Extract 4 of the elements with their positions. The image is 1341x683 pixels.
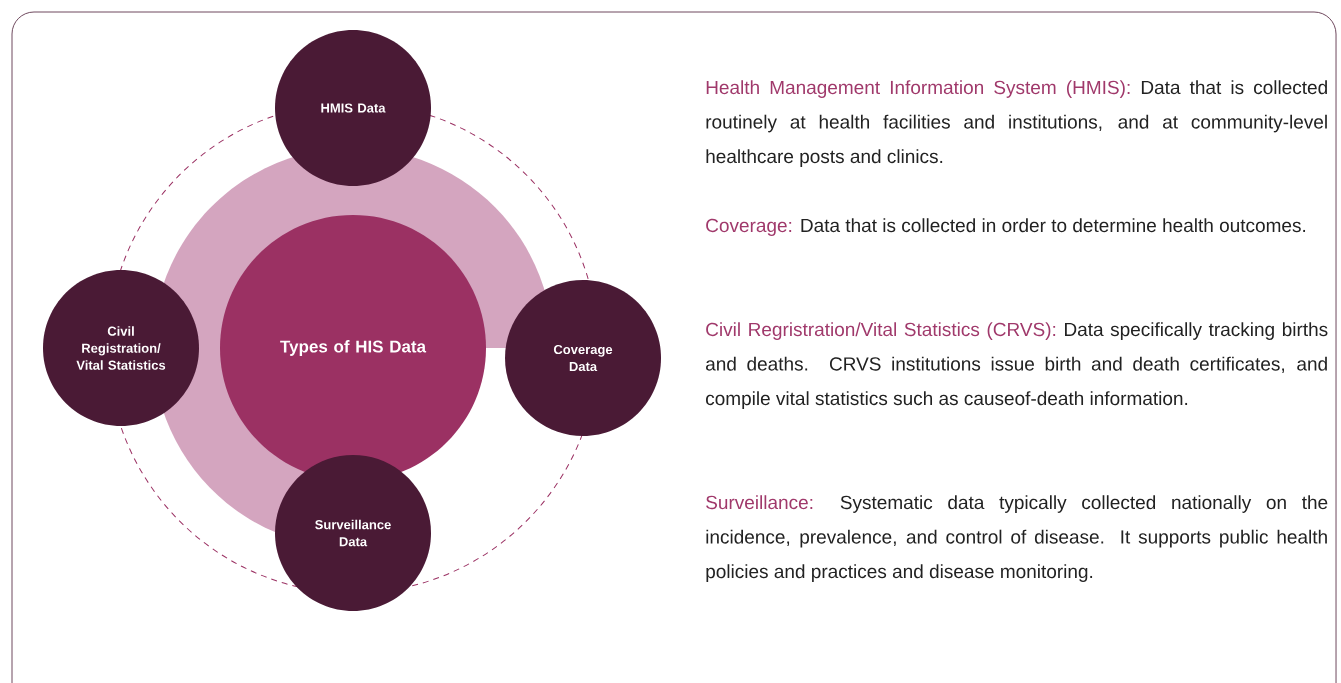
- description-text: Coverage: Data that is collected in order to determine health outcomes.: [706, 218, 1306, 236]
- description-text: Health Management Information System (HMIS): Data that is collected routinely at health facilities and institutions, and at community-level healthcare posts and clinics.: [706, 80, 1327, 167]
- description-text: Surveillance: Systematic data typically collected nationally on the incidence, prevalence, and control of disease. It supports public health policies and practices and disease monitoring.: [706, 495, 1328, 582]
- description-text: Civil Regristration/Vital Statistics (CRVS): Data specifically tracking births and deaths. CRVS institutions issue birth and death certificates, and compile vital statistics such as causeof-death information.: [706, 322, 1328, 409]
